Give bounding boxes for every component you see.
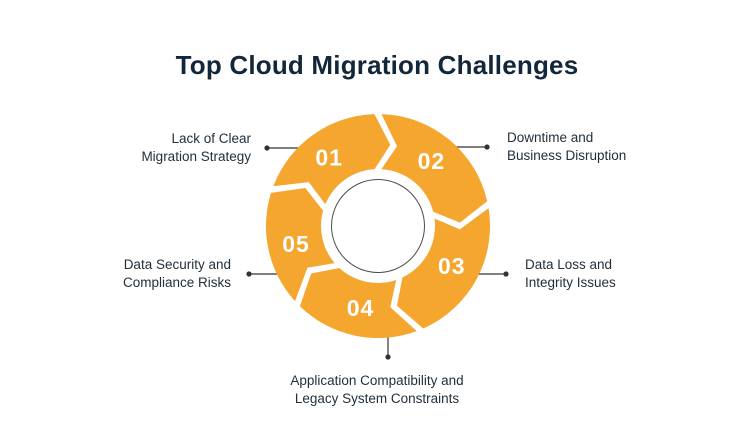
connector-01-dot — [264, 145, 270, 151]
connector-05-dot — [246, 271, 252, 277]
label-line: Compliance Risks — [122, 275, 231, 290]
segment-02-shape — [381, 114, 488, 223]
label-line: Business Disruption — [507, 148, 627, 163]
segment-05-shape — [265, 188, 335, 302]
label-line: Data Loss and — [525, 257, 613, 272]
label-line: Data Security and — [123, 257, 231, 272]
segment-02-number: 02 — [418, 148, 446, 174]
label-line: Downtime and — [507, 130, 594, 145]
label-segment-05: Data Security and Compliance Risks — [123, 256, 231, 292]
label-line: Lack of Clear — [171, 131, 251, 146]
label-line: Migration Strategy — [141, 149, 251, 164]
label-segment-03: Data Loss and Integrity Issues — [525, 256, 616, 292]
connector-04-dot — [385, 354, 391, 360]
segment-04-number: 04 — [347, 295, 375, 321]
label-line: Integrity Issues — [525, 275, 616, 290]
label-line: Legacy System Constraints — [294, 391, 460, 406]
segment-03-number: 03 — [438, 253, 466, 279]
connector-02-dot — [484, 144, 490, 150]
connector-03-dot — [503, 271, 509, 277]
segment-04-shape — [299, 268, 417, 339]
page-title: Top Cloud Migration Challenges — [175, 50, 579, 80]
label-segment-01: Lack of Clear Migration Strategy — [141, 130, 251, 166]
inner-circle — [331, 179, 425, 273]
segment-01-number: 01 — [315, 145, 343, 171]
segment-05-number: 05 — [282, 231, 310, 257]
label-segment-04: Application Compatibility and Legacy Sys… — [0, 372, 754, 408]
label-line: Application Compatibility and — [290, 373, 464, 388]
segment-03-shape — [397, 208, 491, 329]
label-segment-02: Downtime and Business Disruption — [507, 129, 626, 165]
segment-01-shape — [273, 114, 391, 205]
